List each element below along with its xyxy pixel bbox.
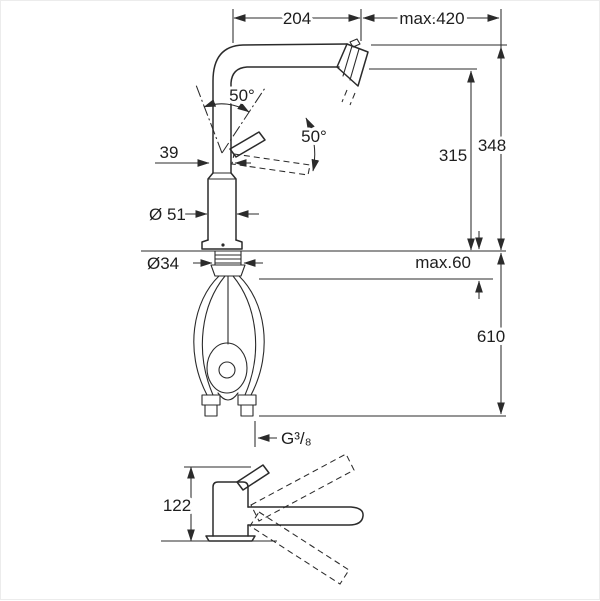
dim-348-label: 348 xyxy=(478,136,506,155)
dim-204-label: 204 xyxy=(283,9,311,28)
escutcheon xyxy=(201,239,243,250)
dim-315-label: 315 xyxy=(439,146,467,165)
spray-stream-dashes xyxy=(341,89,356,106)
body-left-edge xyxy=(207,172,214,241)
hose-outer-left xyxy=(193,275,220,396)
spout-inner-contour xyxy=(230,66,340,174)
dimension-lines xyxy=(155,9,507,447)
side-spout-arm xyxy=(247,506,364,526)
escutcheon-center-mark xyxy=(221,243,225,247)
dim-50-lever-label: 50° xyxy=(301,127,327,146)
dimension-labels: 204 max.420 50° 50° 39 315 348 Ø 51 Ø34 … xyxy=(144,6,509,518)
dim-max420-label: max.420 xyxy=(399,9,464,28)
body-right-edge xyxy=(230,172,237,241)
hose-connector-right xyxy=(237,394,257,417)
side-body xyxy=(212,481,249,537)
side-spout-swivel-down xyxy=(249,511,350,585)
spout-swivel-axis-right xyxy=(221,87,266,154)
spray-head-seam-2 xyxy=(349,48,360,81)
side-view xyxy=(161,453,364,585)
mounting-nut xyxy=(210,264,246,277)
spout-outer-contour xyxy=(212,43,348,174)
dim-39-label: 39 xyxy=(160,143,179,162)
lever-handle-swivel-position xyxy=(231,153,311,176)
spray-head-toggle xyxy=(349,38,361,48)
lever-handle xyxy=(229,131,266,158)
spray-head xyxy=(336,43,369,87)
dim-dia51-label: Ø 51 xyxy=(149,205,186,224)
hose-outer-right xyxy=(238,275,265,396)
front-view-outline xyxy=(195,38,369,250)
side-lever xyxy=(236,464,270,491)
dim-dia34-label: Ø34 xyxy=(147,254,179,273)
dim-610-label: 610 xyxy=(477,327,505,346)
side-spout-swivel-up xyxy=(250,453,355,522)
arc-lever-swivel-50 xyxy=(305,117,320,172)
arc-spout-swivel-50 xyxy=(203,99,250,113)
side-base-flange xyxy=(205,535,256,542)
hose-inner-right xyxy=(232,275,257,396)
spout-swivel-axis-left xyxy=(195,84,223,154)
dim-g38-label: G³/₈ xyxy=(281,429,312,448)
hose-inner-left xyxy=(201,275,226,396)
dim-50-spout-label: 50° xyxy=(229,86,255,105)
under-counter-assembly xyxy=(141,250,506,417)
spray-head-seam-1 xyxy=(342,45,353,77)
hose-connector-left xyxy=(201,394,221,417)
hose-weight-outer xyxy=(206,342,248,394)
dim-122-label: 122 xyxy=(163,496,191,515)
hose-weight-inner xyxy=(218,361,236,379)
pullout-hose-loop xyxy=(217,392,239,401)
shank-thread-lines xyxy=(214,254,242,264)
dim-max60-label: max.60 xyxy=(415,253,471,272)
